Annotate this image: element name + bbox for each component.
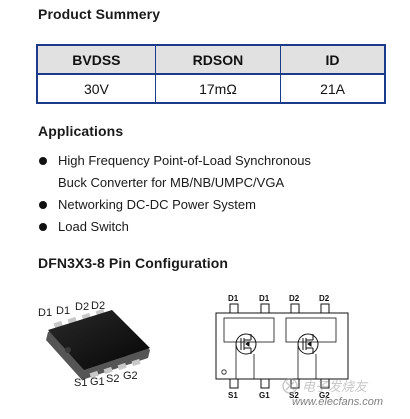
package-lead — [131, 358, 141, 367]
package-pin-label-d1b: D1 — [56, 305, 70, 317]
schematic-pin-label-d1a: D1 — [228, 294, 239, 303]
schematic-top-pads — [229, 303, 330, 314]
schematic-pin-label-d1b: D1 — [259, 294, 270, 303]
application-item: Load Switch — [36, 216, 396, 238]
schematic-pin-label-d2a: D2 — [289, 294, 300, 303]
mosfet-left-icon — [235, 333, 257, 355]
package-lead — [103, 366, 113, 375]
product-summary-table: BVDSS RDSON ID 30V 17mΩ 21A — [36, 44, 386, 104]
schematic-package-outline — [215, 312, 349, 380]
mosfet-right-icon — [297, 333, 319, 355]
bullet-icon — [39, 201, 47, 209]
schematic-pin-label-g1: G1 — [259, 391, 270, 400]
watermark-url: www.elecfans.com — [292, 396, 384, 408]
application-item-continuation: Buck Converter for MB/NB/UMPC/VGA — [36, 172, 396, 194]
bullet-icon — [39, 223, 47, 231]
schematic-pin-label-s1: S1 — [228, 391, 238, 400]
schematic-bottom-pads — [229, 378, 330, 389]
package-body — [48, 310, 150, 370]
package-pin-label-d2a: D2 — [75, 301, 89, 313]
package-pin-label-s2: S2 — [106, 373, 119, 385]
applications-title: Applications — [38, 123, 124, 139]
summary-value-row: 30V 17mΩ 21A — [36, 73, 386, 104]
schematic-pin-label-g2: G2 — [319, 391, 330, 400]
application-item: High Frequency Point-of-Load Synchronous — [36, 150, 396, 172]
schematic-pin-label-s2: S2 — [289, 391, 299, 400]
watermark-logo-text: 电子发烧友 — [302, 380, 369, 395]
pin-schematic: D1 D1 D2 D2 — [215, 294, 349, 400]
summary-header-id: ID — [280, 44, 386, 75]
summary-value-id: 21A — [280, 73, 386, 104]
schematic-pin-label-d2b: D2 — [319, 294, 330, 303]
pin-configuration-title: DFN3X3-8 Pin Configuration — [38, 255, 229, 271]
summary-value-bvdss: 30V — [36, 73, 156, 104]
package-lead — [89, 370, 99, 379]
watermark-logo: 电子发烧友 — [282, 378, 369, 395]
applications-list: High Frequency Point-of-Load Synchronous… — [36, 150, 396, 238]
summary-header-rdson: RDSON — [154, 44, 282, 75]
summary-header-bvdss: BVDSS — [36, 44, 156, 75]
summary-header-row: BVDSS RDSON ID — [36, 44, 386, 75]
package-pin-label-s1: S1 — [74, 377, 87, 389]
application-text: Networking DC-DC Power System — [58, 197, 256, 212]
package-pin-label-g1: G1 — [90, 376, 105, 388]
application-item: Networking DC-DC Power System — [36, 194, 396, 216]
package-pin-label-d2b: D2 — [91, 300, 105, 312]
package-pin-label-d1a: D1 — [38, 307, 52, 319]
package-pin-label-g2: G2 — [123, 370, 138, 382]
watermark-logo-icon — [282, 378, 298, 394]
bullet-icon — [39, 157, 47, 165]
application-text: Load Switch — [58, 219, 129, 234]
schematic-gate-wires — [235, 344, 317, 379]
pin1-marker-icon — [221, 369, 227, 375]
application-text: High Frequency Point-of-Load Synchronous — [58, 153, 311, 168]
package-illustration: D1 D1 D2 D2 S1 G1 S2 G2 — [38, 300, 150, 389]
product-summary-title: Product Summery — [38, 6, 161, 22]
package-lead — [117, 362, 127, 371]
summary-value-rdson: 17mΩ — [154, 73, 282, 104]
pin1-marker-icon — [65, 347, 71, 353]
application-text: Buck Converter for MB/NB/UMPC/VGA — [58, 175, 285, 190]
